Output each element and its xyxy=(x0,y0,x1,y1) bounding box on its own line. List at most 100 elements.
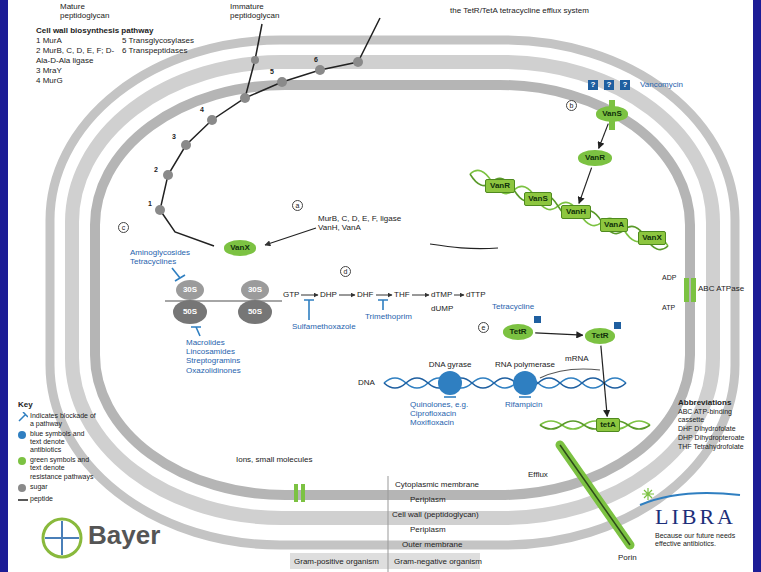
small-text: DHP Dihydropteroate xyxy=(678,434,754,442)
protein-ellipse: VanS xyxy=(596,106,629,121)
callout-letter: d xyxy=(340,266,351,277)
dna-strand xyxy=(384,378,626,388)
antibiotic-name: Trimethoprim xyxy=(365,312,412,321)
legend-row: green symbols and text denote resistance… xyxy=(18,456,98,480)
art-shape xyxy=(315,65,325,75)
callout-number: 6 xyxy=(314,56,318,64)
art-shape xyxy=(191,327,201,336)
antibiotic-name: Quinolones, e.g. Ciprofloxacin Moxifloxa… xyxy=(410,400,472,428)
node-label: VanA xyxy=(604,220,624,229)
efflux-pump xyxy=(560,445,630,545)
protein-ellipse: VanX xyxy=(224,240,257,255)
gene-arrow: VanR xyxy=(485,179,514,192)
art-shape xyxy=(163,170,173,180)
label-text: dTTP xyxy=(466,290,486,299)
legend-text: peptide xyxy=(30,495,96,503)
enzyme-circle: RNA polymerase xyxy=(493,360,557,395)
node-label: 30S xyxy=(183,285,197,294)
legend-text: green symbols and text denote resistance… xyxy=(30,456,96,480)
label-text: 1 MurA xyxy=(36,36,62,45)
antibiotic-marker: ? xyxy=(604,80,614,90)
abc-transporter xyxy=(684,278,689,302)
label-text: Immature peptidoglycan xyxy=(230,2,300,20)
label-text: ABC ATPase xyxy=(698,284,744,293)
art-shape xyxy=(240,93,250,103)
art-shape xyxy=(304,300,314,320)
legend-row: peptide xyxy=(18,495,98,503)
bayer-logo-cross xyxy=(45,521,79,555)
legend-row: sugar xyxy=(18,483,98,491)
ribosome-subunit: 50S xyxy=(173,300,207,324)
callout-letter: c xyxy=(118,222,129,233)
ribosome-subunit: 30S xyxy=(176,280,204,300)
blockade-symbols xyxy=(172,268,531,397)
label-text: dTMP xyxy=(431,290,452,299)
art-shape xyxy=(251,56,259,64)
callout-letter: a xyxy=(292,200,303,211)
label-text: GTP xyxy=(283,290,299,299)
connector-arrow xyxy=(535,333,583,335)
node-label: VanS xyxy=(602,109,622,118)
node-label: tetA xyxy=(600,420,616,429)
label-text: Gram-negative organism xyxy=(394,557,482,566)
label-text: Cell wall (peptidoglycan) xyxy=(392,510,479,519)
label-text: Efflux xyxy=(528,470,548,479)
heading-text: Cell wall biosynthesis pathway xyxy=(36,26,153,35)
legend-text: sugar xyxy=(30,483,96,491)
art-shape xyxy=(301,295,318,296)
callout-number: 4 xyxy=(200,106,204,114)
antibiotic-name: Sulfamethoxazole xyxy=(292,322,356,331)
label-text: DNA xyxy=(358,378,375,387)
heading-text: Abbreviations xyxy=(678,398,731,407)
mrna-strand xyxy=(540,369,600,378)
connector-arrow xyxy=(579,168,592,204)
node-label: VanX xyxy=(642,233,662,242)
node-label: TetR xyxy=(509,327,526,336)
node-label: DNA gyrase xyxy=(429,360,472,369)
van-dna-strand xyxy=(470,174,668,250)
antibiotic-name: Aminoglycosides Tetracyclines xyxy=(130,248,202,266)
peptidoglycan-chain xyxy=(160,18,380,246)
legend-swatch xyxy=(18,457,26,465)
label-text: 2 MurB, C, D, E, F; D-Ala-D-Ala ligase xyxy=(36,46,116,64)
ribosome-subunit: 30S xyxy=(241,280,269,300)
libra-logo-text: LIBRA xyxy=(655,506,736,528)
slide-ground xyxy=(8,0,753,572)
pathway-line xyxy=(430,244,498,249)
heading-text: Key xyxy=(18,400,33,409)
connector-arrow xyxy=(601,346,607,417)
label-text: DHF xyxy=(357,290,373,299)
label-text: 6 Transpeptidases xyxy=(122,46,187,55)
enzyme-circle: DNA gyrase xyxy=(427,360,474,395)
outer-membrane xyxy=(50,40,735,545)
node-label: VanR xyxy=(585,153,605,162)
cell-wall xyxy=(72,62,713,518)
label-text: Porin xyxy=(618,553,637,562)
art-shape xyxy=(376,295,392,296)
blockade-symbol xyxy=(19,412,28,421)
label-text: Mature peptidoglycan xyxy=(60,2,130,20)
callout-letter: e xyxy=(478,322,489,333)
small-text: Because our future needs effective antib… xyxy=(655,532,751,548)
gene-arrow: tetA xyxy=(596,418,620,431)
ion-channel xyxy=(301,484,305,502)
legend-swatch xyxy=(18,431,26,439)
art-shape xyxy=(412,295,429,296)
legend-symbol xyxy=(18,412,28,422)
efflux-pump xyxy=(560,445,630,545)
pathway-line xyxy=(265,228,316,245)
protein-ellipse: VanR xyxy=(578,150,611,165)
label-text: THF xyxy=(394,290,410,299)
gene-arrow: VanA xyxy=(600,218,629,231)
legend-text: Indicates blockade of a pathway xyxy=(30,412,96,428)
protein-ellipse: TetR xyxy=(585,328,615,343)
art-shape xyxy=(181,140,191,150)
label-text: MurB, C, D, E, F, ligase VanH, VanA xyxy=(318,214,418,232)
label-text: Ions, small molecules xyxy=(236,455,312,464)
libra-swoosh xyxy=(640,493,740,505)
tetracycline-marker xyxy=(614,322,621,329)
art-shape xyxy=(339,295,355,296)
label-text: 3 MraY xyxy=(36,66,62,75)
art-shape xyxy=(207,115,217,125)
